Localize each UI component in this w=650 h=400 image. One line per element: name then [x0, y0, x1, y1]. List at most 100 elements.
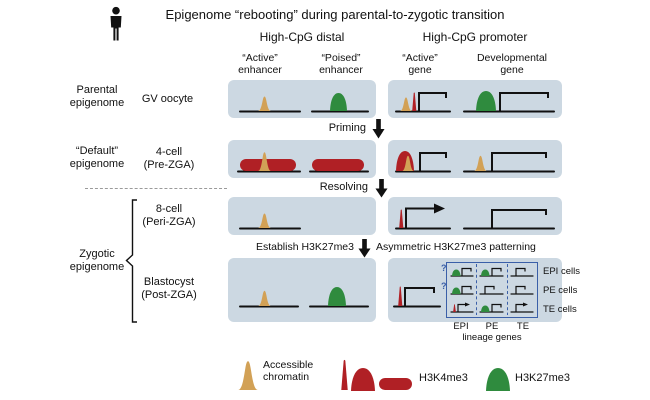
legend-label-line: Accessible	[263, 359, 314, 371]
subheader-line: “Active”	[402, 52, 438, 64]
mini-arrowhead-icon	[465, 302, 470, 307]
gv-promoter-glyphs	[395, 91, 555, 113]
legend-h3k4me3-dome-icon	[351, 368, 375, 391]
mini-gene-flag	[491, 303, 502, 312]
subheader-developmental-gene: Developmental gene	[468, 52, 556, 77]
priming-down-arrow-icon	[372, 119, 385, 139]
te-column-label: TE	[516, 321, 530, 332]
h3k27me3-dome	[476, 91, 496, 111]
mini-h3k27me3-dome	[481, 305, 490, 312]
h3k27me3-dome	[328, 287, 346, 306]
stage-label-line: Blastocyst	[143, 276, 195, 288]
subheader-active-enhancer: “Active” enhancer	[228, 52, 292, 77]
accessible-chromatin-peak	[258, 213, 271, 228]
mini-active-arrow	[515, 303, 524, 312]
mini-gene-flag	[461, 267, 472, 276]
stage-label-4cell: 4-cell (Pre-ZGA)	[138, 146, 200, 172]
row-label-line: epigenome	[69, 96, 125, 109]
row-label-line: Parental	[76, 84, 118, 96]
8cell-promoter-glyphs	[395, 203, 555, 230]
accessible-chromatin-peak	[474, 155, 487, 171]
gene-flag	[419, 152, 447, 171]
subheader-line: “Active”	[242, 52, 278, 64]
figure-title: Epigenome “rebooting” during parental-to…	[165, 7, 505, 22]
stage-label-line: 4-cell	[155, 146, 183, 158]
blastocyst-promoter-glyphs	[393, 286, 441, 308]
gene-flag	[499, 92, 549, 111]
legend-label-line: chromatin	[263, 371, 310, 384]
gene-flag	[491, 152, 547, 171]
uncertainty-question-mark: ?	[441, 281, 447, 291]
row-label-line: epigenome	[69, 260, 125, 273]
row-label-line: epigenome	[69, 157, 125, 170]
panel-blastocyst-distal	[228, 258, 376, 322]
mini-active-arrow	[457, 303, 466, 312]
lineage-genes-caption: lineage genes	[462, 332, 522, 343]
h3k27me3-dome	[330, 93, 347, 111]
panel-8cell-promoter	[388, 197, 562, 235]
subheader-poised-enhancer: “Poised” enhancer	[308, 52, 374, 77]
4cell-distal-glyphs	[237, 152, 369, 173]
stage-label-line: (Pre-ZGA)	[143, 158, 195, 171]
4cell-promoter-glyphs	[395, 151, 555, 173]
accessible-chromatin-peak	[400, 97, 412, 111]
accessible-chromatin-peak	[258, 290, 271, 306]
lineage-matrix-glyphs	[450, 264, 534, 315]
epi-column-label: EPI	[453, 321, 469, 332]
establish-down-arrow-icon	[358, 239, 371, 258]
arrowhead-icon	[434, 203, 445, 214]
mini-arrowhead-icon	[523, 302, 528, 307]
pe-column-label: PE	[485, 321, 499, 332]
8cell-distal-glyphs	[239, 213, 301, 230]
subheader-line: gene	[408, 64, 432, 77]
legend-accessible-chromatin-icon	[238, 361, 258, 390]
establish-h3k27me3-label: Establish H3K27me3	[255, 241, 354, 253]
priming-label: Priming	[328, 122, 366, 134]
row-label-zygotic: Zygotic epigenome	[58, 248, 136, 274]
gene-flag	[418, 92, 447, 111]
mini-gene-flag	[484, 285, 495, 294]
panel-gv-distal	[228, 80, 376, 118]
h3k4me3-spike	[399, 209, 404, 228]
active-gene-arrow	[405, 207, 436, 228]
column-header-distal: High-CpG distal	[259, 30, 345, 44]
resolving-label: Resolving	[319, 181, 368, 193]
resolving-down-arrow-icon	[375, 179, 388, 198]
h3k4me3-spike	[398, 286, 403, 306]
stage-label-line: (Post-ZGA)	[141, 288, 197, 301]
h3k4me3-broad-domain	[312, 159, 364, 171]
h3k4me3-spike	[412, 92, 417, 111]
panel-4cell-distal	[228, 140, 376, 178]
subheader-line: enhancer	[238, 64, 282, 77]
mini-h3k27me3-dome	[481, 269, 490, 276]
column-header-promoter: High-CpG promoter	[422, 30, 528, 44]
mini-gene-flag	[515, 285, 526, 294]
h3k4me3-broad-domain	[240, 159, 296, 171]
uncertainty-question-mark: ?	[441, 263, 447, 273]
legend-h3k27me3-dome-icon	[486, 368, 510, 391]
panel-blastocyst-promoter	[388, 258, 562, 322]
row-label-line: Zygotic	[79, 248, 115, 260]
pe-cells-label: PE cells	[543, 285, 578, 296]
gene-flag	[404, 287, 435, 306]
mini-h3k27me3-dome	[452, 269, 461, 276]
gene-flag	[491, 209, 547, 228]
legend-h3k4me3-broad-icon	[379, 378, 412, 390]
mini-gene-flag	[491, 267, 502, 276]
panel-gv-promoter	[388, 80, 562, 118]
panel-4cell-promoter	[388, 140, 562, 178]
legend-h3k4me3-label: H3K4me3	[419, 372, 468, 384]
legend-h3k4me3-spike-icon	[341, 359, 348, 390]
phase-divider-dashed-line	[85, 188, 227, 189]
asymmetric-h3k27me3-label: Asymmetric H3K27me3 patterning	[376, 241, 536, 253]
stage-label-line: 8-cell	[155, 203, 183, 215]
mini-gene-flag	[515, 267, 526, 276]
subheader-line: “Poised”	[321, 52, 361, 64]
stage-label-blastocyst: Blastocyst (Post-ZGA)	[135, 276, 203, 302]
subheader-line: gene	[500, 64, 524, 77]
legend-h3k27me3-label: H3K27me3	[515, 372, 571, 384]
human-icon	[110, 6, 122, 41]
panel-8cell-distal	[228, 197, 376, 235]
stage-label-line: (Peri-ZGA)	[142, 215, 196, 228]
